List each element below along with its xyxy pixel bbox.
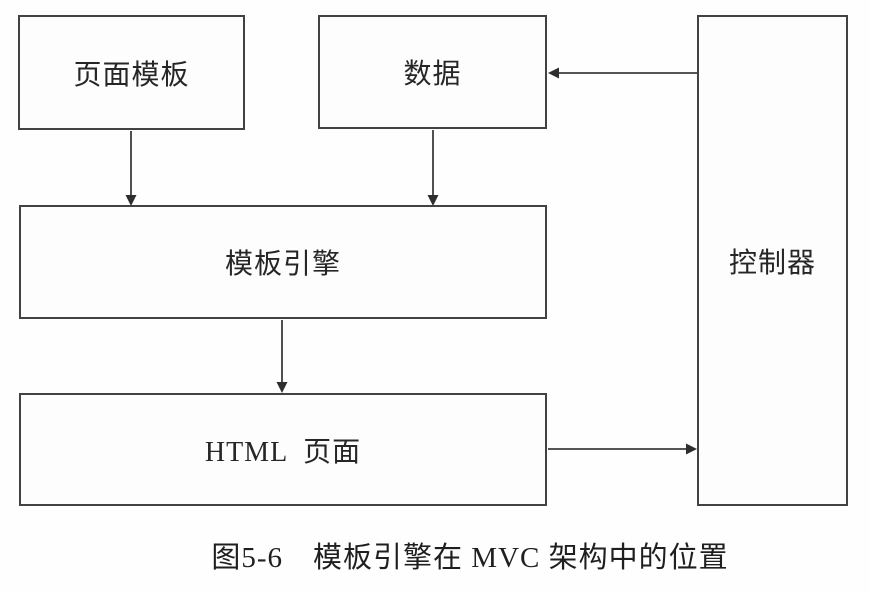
node-html-page: HTML 页面 bbox=[19, 393, 547, 506]
arrow-data-to-template-engine bbox=[427, 130, 439, 206]
arrow-controller-to-data bbox=[548, 67, 697, 79]
arrow-page-template-to-template-engine bbox=[125, 131, 137, 206]
node-controller-label: 控制器 bbox=[728, 247, 816, 279]
node-html-page-label: HTML 页面 bbox=[204, 436, 362, 468]
node-page-template: 页面模板 bbox=[18, 15, 245, 130]
node-page-template-label: 页面模板 bbox=[73, 59, 190, 91]
figure-caption: 图5-6 模板引擎在 MVC 架构中的位置 bbox=[211, 542, 729, 574]
node-data: 数据 bbox=[318, 15, 547, 129]
node-template-engine: 模板引擎 bbox=[19, 205, 547, 319]
arrow-template-engine-to-html-page bbox=[276, 320, 288, 393]
arrow-html-page-to-controller bbox=[548, 443, 697, 455]
node-template-engine-label: 模板引擎 bbox=[224, 249, 341, 280]
node-data-label: 数据 bbox=[403, 59, 462, 90]
node-controller: 控制器 bbox=[697, 15, 848, 506]
